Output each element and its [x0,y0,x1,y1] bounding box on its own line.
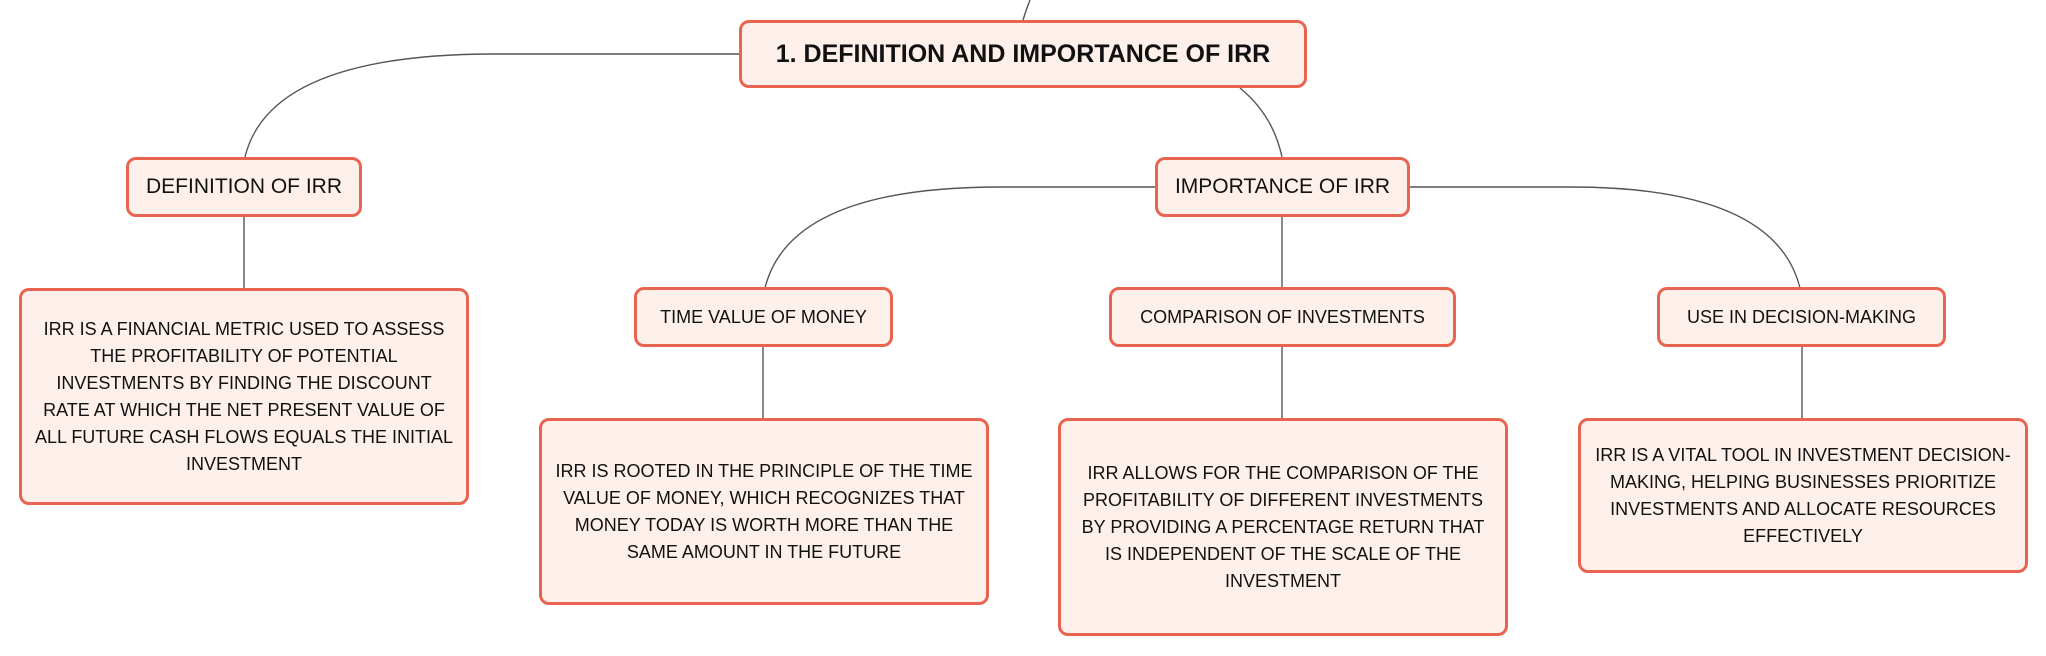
decision-making-topic-label: USE IN DECISION-MAKING [1686,306,1917,327]
importance-topic-label: IMPORTANCE OF IRR [1174,175,1391,198]
importance-topic[interactable]: IMPORTANCE OF IRR [1155,157,1410,217]
time-value-topic[interactable]: TIME VALUE OF MONEY [634,287,893,347]
comparison-topic[interactable]: COMPARISON OF INVESTMENTS [1109,287,1456,347]
definition-detail[interactable]: IRR IS A FINANCIAL METRIC USED TO ASSESS… [19,288,469,505]
decision-making-topic[interactable]: USE IN DECISION-MAKING [1657,287,1946,347]
definition-topic-label: DEFINITION OF IRR [146,175,342,198]
comparison-topic-label: COMPARISON OF INVESTMENTS [1140,306,1425,327]
decision-making-detail-text: IRR IS A VITAL TOOL IN INVESTMENT DECISI… [1595,444,2011,546]
definition-topic[interactable]: DEFINITION OF IRR [126,157,362,217]
connector-importance-to-time-value [764,186,1155,289]
definition-detail-text: IRR IS A FINANCIAL METRIC USED TO ASSESS… [34,318,454,474]
time-value-detail[interactable]: IRR IS ROOTED IN THE PRINCIPLE OF THE TI… [539,418,989,605]
time-value-detail-text: IRR IS ROOTED IN THE PRINCIPLE OF THE TI… [555,460,973,562]
root-topic[interactable]: 1. DEFINITION AND IMPORTANCE OF IRR [739,20,1307,88]
comparison-detail-text: IRR ALLOWS FOR THE COMPARISON OF THE PRO… [1081,462,1485,591]
decision-making-detail[interactable]: IRR IS A VITAL TOOL IN INVESTMENT DECISI… [1578,418,2028,573]
connector-importance-to-decision [1410,186,1801,289]
comparison-detail[interactable]: IRR ALLOWS FOR THE COMPARISON OF THE PRO… [1058,418,1508,636]
time-value-topic-label: TIME VALUE OF MONEY [660,306,867,327]
connector-root-to-importance [1239,87,1283,158]
connector-root-to-definition [244,53,740,158]
root-topic-label: 1. DEFINITION AND IMPORTANCE OF IRR [775,39,1271,68]
connector-parent-to-root [1022,0,1031,21]
